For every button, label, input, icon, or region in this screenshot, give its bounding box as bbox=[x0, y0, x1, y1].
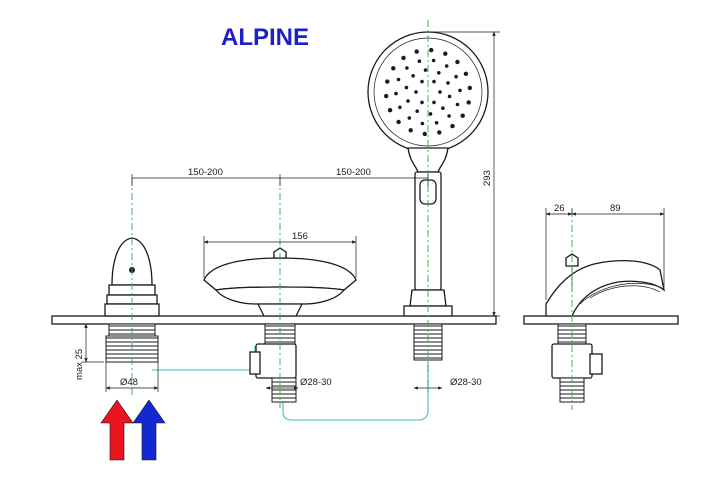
nozzle-dot bbox=[415, 109, 420, 113]
nozzle-dot bbox=[432, 79, 436, 84]
nozzle-dot bbox=[414, 90, 418, 94]
nozzle-dot bbox=[387, 108, 393, 113]
nozzle-dot bbox=[431, 58, 436, 63]
dim-dia-right: Ø28-30 bbox=[450, 377, 482, 388]
nozzle-dot bbox=[429, 47, 434, 53]
side-view-valve bbox=[551, 323, 603, 403]
nozzle-dot bbox=[411, 74, 415, 78]
nozzle-dot bbox=[446, 81, 450, 85]
nozzle-dot bbox=[447, 114, 451, 118]
nozzle-dot bbox=[454, 74, 458, 79]
nozzle-dot bbox=[432, 100, 436, 105]
nozzle-dot bbox=[443, 51, 448, 56]
nozzle-dot bbox=[444, 64, 449, 68]
nozzle-dot bbox=[417, 59, 422, 63]
deck-plate-main bbox=[51, 315, 497, 325]
nozzle-dot bbox=[437, 130, 442, 135]
nozzle-dot bbox=[420, 121, 425, 126]
nozzle-dot bbox=[450, 123, 455, 129]
dim-side-26: 26 bbox=[554, 203, 565, 214]
nozzle-dot bbox=[384, 93, 389, 99]
nozzle-dot bbox=[398, 105, 402, 110]
nozzle-dot bbox=[406, 99, 410, 103]
nozzle-dot bbox=[467, 85, 472, 91]
nozzle-dot bbox=[401, 55, 406, 61]
nozzle-dot bbox=[407, 116, 412, 120]
nozzle-dot bbox=[455, 102, 460, 107]
hot-water-arrow bbox=[100, 399, 134, 461]
nozzle-dot bbox=[437, 71, 441, 75]
dim-max-25: max 25 bbox=[74, 349, 85, 380]
nozzle-dot bbox=[391, 66, 396, 71]
nozzle-dot bbox=[438, 90, 442, 94]
nozzle-dot bbox=[447, 94, 452, 99]
dim-spacing-right: 150-200 bbox=[336, 167, 371, 178]
nozzle-dot bbox=[385, 79, 390, 84]
dim-dia-mid: Ø28-30 bbox=[300, 377, 332, 388]
dim-spacing-left: 150-200 bbox=[188, 167, 223, 178]
nozzle-dot bbox=[396, 119, 401, 125]
nozzle-dot bbox=[463, 71, 469, 77]
nozzle-dot bbox=[460, 113, 465, 118]
dim-shower-height: 293 bbox=[482, 170, 493, 186]
nozzle-dot bbox=[455, 59, 460, 65]
nozzle-dot bbox=[458, 88, 462, 93]
nozzle-dot bbox=[434, 121, 439, 125]
dim-side-89: 89 bbox=[610, 203, 621, 214]
nozzle-dot bbox=[404, 85, 409, 90]
nozzle-dot bbox=[428, 112, 433, 116]
nozzle-dot bbox=[423, 68, 428, 72]
nozzle-dot bbox=[441, 106, 445, 110]
spout-valve bbox=[249, 323, 297, 403]
nozzle-dot bbox=[396, 77, 401, 82]
nozzle-dot bbox=[420, 100, 424, 105]
cold-water-arrow bbox=[132, 399, 166, 461]
dim-dia-48: Ø48 bbox=[120, 377, 138, 388]
nozzle-dot bbox=[414, 49, 419, 54]
side-view-spout bbox=[545, 253, 665, 317]
nozzle-dot bbox=[422, 131, 427, 137]
nozzle-dot bbox=[466, 100, 471, 105]
nozzle-dot bbox=[405, 66, 409, 70]
nozzle-dot bbox=[394, 91, 398, 96]
shower-nozzles bbox=[384, 47, 472, 137]
deck-plate-side bbox=[523, 315, 679, 325]
nozzle-dot bbox=[408, 128, 413, 133]
nozzle-dot bbox=[420, 79, 424, 84]
page-title: ALPINE bbox=[221, 24, 309, 51]
dim-spout-width: 156 bbox=[292, 231, 308, 242]
